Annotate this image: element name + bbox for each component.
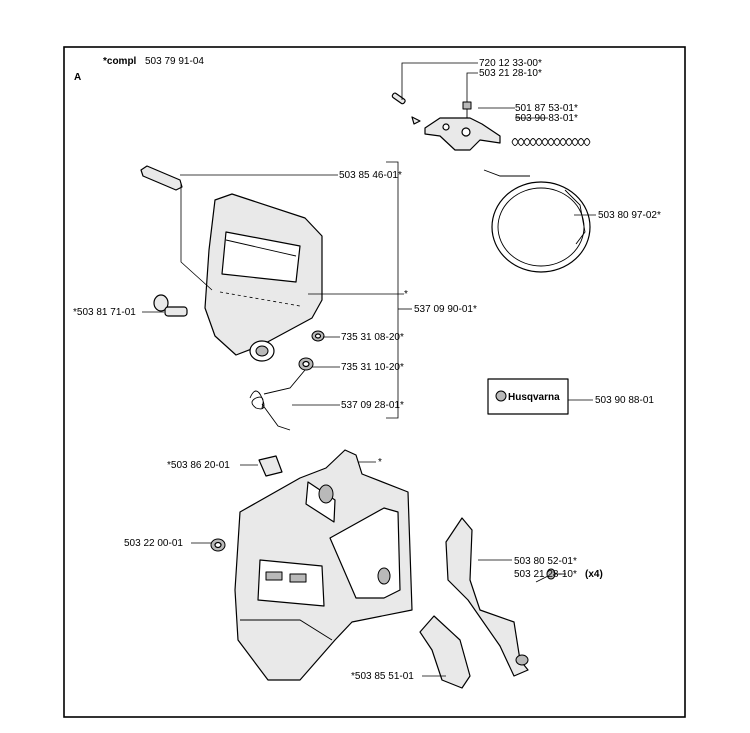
guard-pivot-pin [140,165,183,191]
callout-735-31-10-20: 735 31 10-20* [341,362,404,373]
callout-735-31-08-20: 735 31 08-20* [341,332,404,343]
brake-spring [511,138,591,146]
callout-guard-asterisk: * [404,289,408,300]
guard-bushing [153,294,188,317]
callout-503-80-52-01: 503 80 52-01* [514,556,577,567]
front-hand-guard [204,193,323,362]
clutch-cover [234,449,413,681]
callout-720-12-33-00: 720 12 33-00* [479,58,542,69]
section-letter: A [74,72,81,83]
callout-503-85-46-01: 503 85 46-01* [339,170,402,181]
chain-brake-screw [462,101,472,119]
callout-503-21-28-10-bottom: 503 21 28-10* [514,569,577,580]
callout-503-90-88-01: 503 90 88-01 [595,395,654,406]
callout-503-80-97-02: 503 80 97-02* [598,210,661,221]
callout-503-90-83-01: 503 90 83-01* [515,113,578,124]
husqvarna-decal: Husqvarna [487,378,569,415]
kit-prefix: *compl [103,56,137,67]
brake-band [483,169,591,273]
callout-503-81-71-01: *503 81 71-01 [73,307,136,318]
diagram-frame [63,46,686,718]
washer-small [311,330,325,342]
torsion-spring [249,369,306,431]
callout-537-09-28-01: 537 09 28-01* [341,400,404,411]
callout-qty-note: (x4) [585,569,603,580]
leader-lines [142,62,596,677]
callout-537-09-90-01: 537 09 90-01* [414,304,477,315]
washer-large [298,357,314,371]
callout-503-86-20-01: *503 86 20-01 [167,460,230,471]
cover-nut [210,538,226,552]
kit-number: 503 79 91-04 [145,56,204,67]
callout-cover-asterisk: * [378,457,382,468]
cover-clip [258,455,283,477]
chain-deflector [445,517,529,677]
decal-brand-text: Husqvarna [508,392,560,403]
callout-503-21-28-10-top: 503 21 28-10* [479,68,542,79]
chain-brake-pin [391,92,406,105]
callout-503-85-51-01: *503 85 51-01 [351,671,414,682]
callout-501-87-53-01: 501 87 53-01* [515,103,578,114]
callout-labels: 720 12 33-00* 503 21 28-10* 501 87 53-01… [73,58,661,682]
brake-lever [411,116,501,151]
callout-503-22-00-01: 503 22 00-01 [124,538,183,549]
chain-guide-plate [419,615,471,689]
